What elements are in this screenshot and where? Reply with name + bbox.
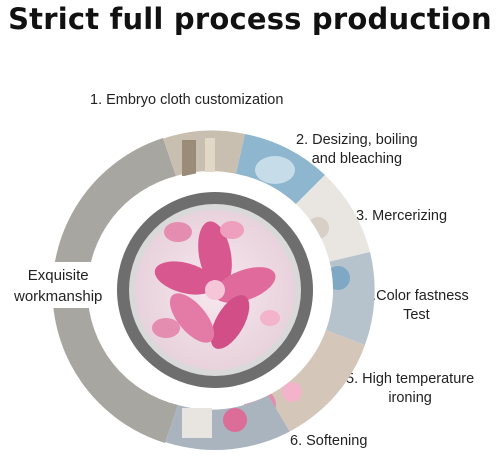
photo-segment-1-detail-b (205, 138, 215, 172)
step-5-text-line2: ironing (388, 390, 432, 406)
outer-ring-gray-arc (52, 138, 178, 443)
step-1-label: 1. Embryo cloth customization (90, 91, 283, 110)
photo-segment-5-flower-b (282, 382, 302, 402)
flower-center (205, 280, 225, 300)
step-2-text-line2: and bleaching (311, 151, 403, 167)
photo-segment-1-detail (182, 140, 196, 176)
step-5-text-line1: 5. High temperature (346, 371, 475, 387)
flower-petal-3 (210, 295, 250, 349)
step-2-label: 2. Desizing, boiling and bleaching (296, 131, 418, 169)
flower-petal-5 (154, 261, 216, 295)
step-5-label: 5. High temperature ironing (346, 370, 474, 408)
photo-segment-6-detail (182, 408, 212, 438)
center-label-plate (10, 262, 114, 308)
step-1-text: 1. Embryo cloth customization (90, 92, 284, 108)
center-label-line2: workmanship (14, 288, 103, 305)
center-label: Exquisite workmanship (14, 265, 102, 307)
step-6-text: 6. Softening (290, 433, 368, 449)
step-4-label: 4.Color fastness Test (364, 287, 469, 325)
small-flower-bottom (152, 318, 180, 338)
small-flower-right (260, 310, 280, 326)
photo-segment-3 (295, 175, 370, 262)
small-flower-top-b (220, 221, 244, 239)
photo-collage-ring (163, 130, 375, 450)
photo-segment-1 (163, 130, 245, 176)
flower-petal-4 (169, 293, 215, 343)
photo-segment-5 (268, 330, 365, 432)
center-label-line1: Exquisite (27, 267, 89, 284)
step-3-label: 3. Mercerizing (356, 207, 447, 226)
step-6-label: 6. Softening (290, 432, 367, 451)
photo-segment-2-detail (255, 156, 295, 184)
small-flower-top (164, 222, 192, 242)
flower-petal-2 (214, 267, 276, 303)
center-flower (152, 221, 280, 349)
step-2-text-line1: 2. Desizing, boiling (296, 132, 418, 148)
step-4-text-line2: Test (403, 307, 430, 323)
step-3-text: 3. Mercerizing (356, 208, 448, 224)
page-title: Strict full process production (8, 2, 492, 36)
photo-segment-6-flower (223, 408, 247, 432)
step-4-text-line1: 4.Color fastness (364, 288, 469, 304)
